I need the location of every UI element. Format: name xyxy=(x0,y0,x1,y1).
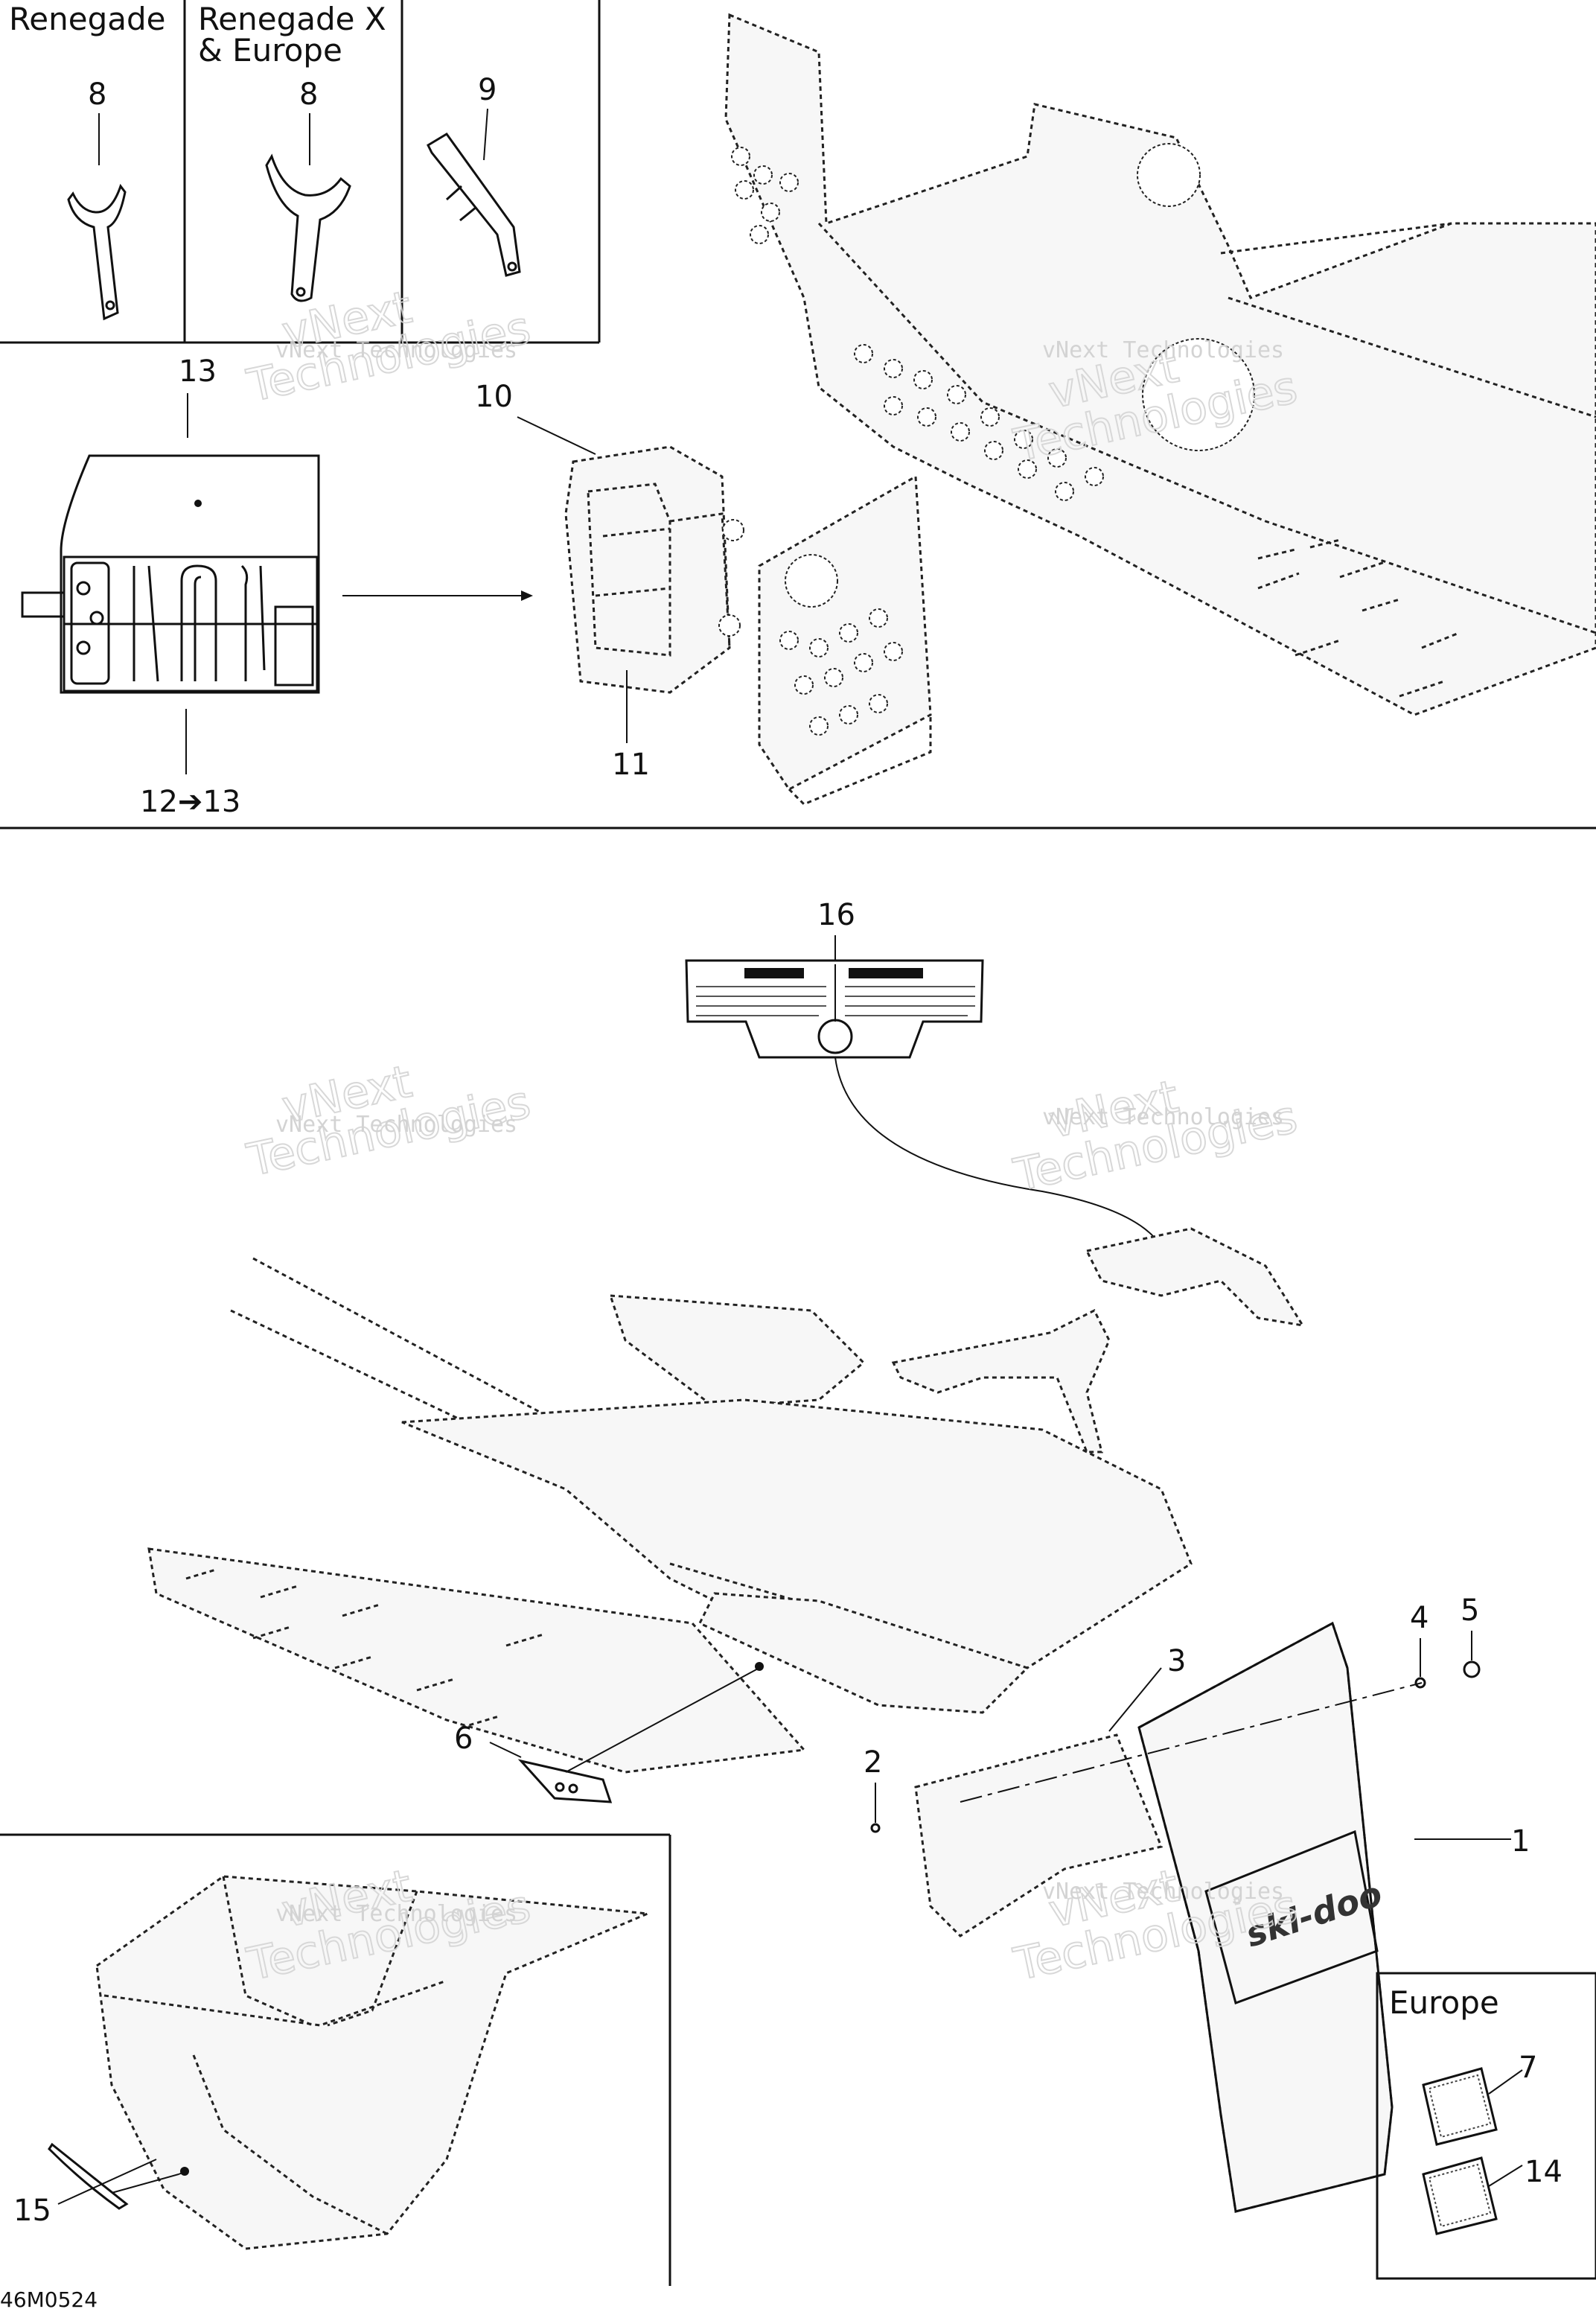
callout-11: 11 xyxy=(612,748,650,782)
callout-8-right: 8 xyxy=(299,77,318,112)
callout-16: 16 xyxy=(817,898,855,932)
svg-text:vNext Technologies: vNext Technologies xyxy=(1042,1104,1284,1130)
spanner-wrench-icon xyxy=(67,183,127,321)
drawing-code: 46M0524 xyxy=(0,2287,98,2312)
panel-label-europe-suffix: & Europe xyxy=(198,32,342,69)
callout-6: 6 xyxy=(454,1722,473,1756)
warning-label: 16 xyxy=(685,898,1176,1275)
plate-holes xyxy=(779,608,903,736)
callout-4: 4 xyxy=(1410,1601,1429,1635)
callout-12-13: 12➔13 xyxy=(140,785,240,819)
callout-13: 13 xyxy=(179,354,217,389)
callout-14: 14 xyxy=(1525,2155,1563,2189)
tool-kit: 13 12➔13 xyxy=(21,354,533,819)
part-6: 6 xyxy=(454,1662,764,1803)
panel-label-europe: Europe xyxy=(1389,1984,1499,2021)
callout-10: 10 xyxy=(475,380,513,414)
callout-1: 1 xyxy=(1511,1824,1530,1859)
mud-flap: ski-doo 1 3 2 4 5 xyxy=(864,1593,1530,2213)
tunnel-slots xyxy=(185,1568,544,1729)
inset-hood: 15 xyxy=(0,1833,671,2286)
callout-7: 7 xyxy=(1519,2051,1537,2085)
tool-box: 10 11 xyxy=(475,380,744,782)
panel-label-renegade-x: Renegade X xyxy=(198,1,386,37)
callout-3: 3 xyxy=(1167,1644,1186,1678)
hook-tool-icon xyxy=(427,133,521,277)
callout-2: 2 xyxy=(864,1745,882,1780)
svg-text:vNext Technologies: vNext Technologies xyxy=(275,1112,517,1138)
panel-label-renegade: Renegade xyxy=(9,1,166,37)
svg-text:vNext Technologies: vNext Technologies xyxy=(1042,1879,1284,1905)
frame-holes xyxy=(731,147,1104,501)
running-board-slots xyxy=(1257,538,1460,698)
frame-tunnel xyxy=(724,13,1596,806)
callout-9: 9 xyxy=(478,73,497,107)
inset-europe: Europe 7 14 xyxy=(1376,1972,1596,2280)
label-text-lines xyxy=(696,986,975,1016)
svg-text:vNext Technologies: vNext Technologies xyxy=(1042,337,1284,363)
callout-15: 15 xyxy=(13,2194,51,2228)
spanner-wrench-icon xyxy=(265,153,351,302)
callout-8-left: 8 xyxy=(88,77,106,112)
tunnel-rear xyxy=(147,1257,1193,1774)
watermark-text: vNext Technologies xyxy=(275,337,517,363)
tool-panels: Renegade Renegade X & Europe 8 8 9 xyxy=(0,0,601,344)
rear-bumper xyxy=(891,1227,1306,1453)
callout-5: 5 xyxy=(1461,1593,1479,1628)
svg-text:vNext Technologies: vNext Technologies xyxy=(275,1901,517,1927)
